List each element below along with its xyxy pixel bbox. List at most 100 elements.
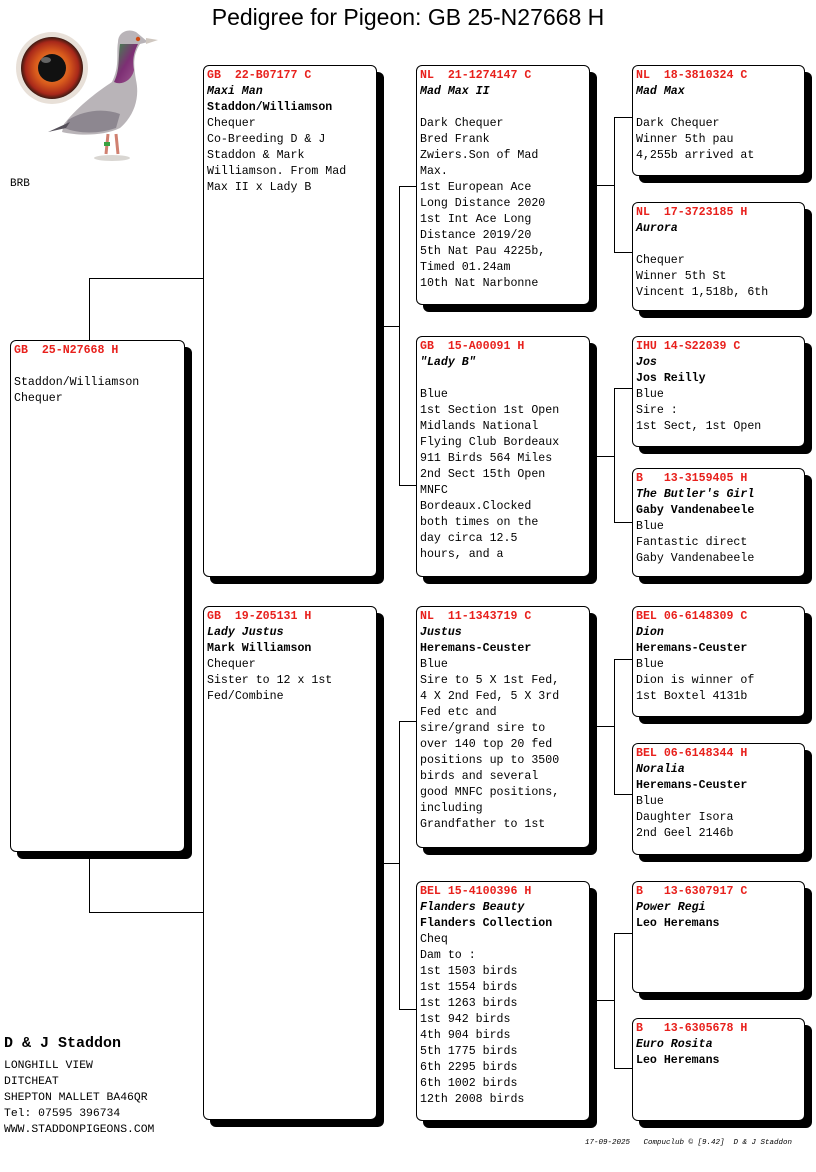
- info-line: birds and several: [420, 770, 539, 783]
- breeder-name: Heremans-Ceuster: [636, 642, 748, 655]
- page-title: Pedigree for Pigeon: GB 25-N27668 H: [211, 4, 605, 30]
- info-line: Sire to 5 X 1st Fed,: [420, 674, 560, 687]
- info-line: Blue: [636, 388, 664, 401]
- info-line: Winner 5th pau: [636, 133, 734, 146]
- info-line: 1st Boxtel 4131b: [636, 690, 748, 703]
- pigeon-name: Aurora: [636, 222, 678, 235]
- info-line: 1st Int Ace Long: [420, 213, 532, 226]
- info-line: 2nd Geel 2146b: [636, 827, 734, 840]
- connector-line: [399, 186, 400, 486]
- ring-number: GB 15-A00091 H: [420, 340, 525, 353]
- info-line: 12th 2008 birds: [420, 1093, 525, 1106]
- connector-line: [614, 388, 615, 523]
- connector-line: [614, 933, 615, 1069]
- ring-number: BEL 06-6148344 H: [636, 747, 748, 760]
- info-line: 5th 1775 birds: [420, 1045, 518, 1058]
- info-line: sire/grand sire to: [420, 722, 546, 735]
- info-line: Blue: [420, 658, 448, 671]
- pigeon-name: Lady Justus: [207, 626, 284, 639]
- breeder-name: Heremans-Ceuster: [420, 642, 532, 655]
- footer-credit: 17-09-2025 Compuclub © [9.42] D & J Stad…: [585, 1139, 793, 1147]
- connector-line: [614, 1068, 632, 1069]
- info-line: Blue: [420, 388, 448, 401]
- blank-line: [636, 100, 801, 116]
- info-line: Staddon & Mark: [207, 149, 305, 162]
- connector-line: [590, 185, 614, 186]
- breeder-name: Flanders Collection: [420, 917, 553, 930]
- ring-number: B 13-6305678 H: [636, 1022, 748, 1035]
- pigeon-name: Noralia: [636, 763, 685, 776]
- connector-line: [89, 278, 204, 279]
- owner-address-line: DITCHEAT: [4, 1076, 59, 1088]
- info-line: 10th Nat Narbonne: [420, 277, 539, 290]
- pigeon-name: Justus: [420, 626, 462, 639]
- info-line: Bordeaux.Clocked: [420, 500, 532, 513]
- info-line: Fed etc and: [420, 706, 497, 719]
- info-line: Fantastic direct: [636, 536, 748, 549]
- ring-number: NL 21-1274147 C: [420, 69, 532, 82]
- ring-number: GB 19-Z05131 H: [207, 610, 312, 623]
- info-line: Vincent 1,518b, 6th: [636, 286, 769, 299]
- connector-line: [614, 252, 632, 253]
- info-line: 4th 904 birds: [420, 1029, 511, 1042]
- info-line: Grandfather to 1st: [420, 818, 546, 831]
- pigeon-name: Mad Max II: [420, 85, 490, 98]
- info-line: Flying Club Bordeaux: [420, 436, 560, 449]
- info-line: Fed/Combine: [207, 690, 284, 703]
- connector-line: [89, 858, 90, 912]
- ring-number: IHU 14-S22039 C: [636, 340, 741, 353]
- connector-line: [399, 721, 417, 722]
- info-line: both times on the: [420, 516, 539, 529]
- info-line: 1st 942 birds: [420, 1013, 511, 1026]
- ring-number: B 13-3159405 H: [636, 472, 748, 485]
- connector-line: [614, 659, 615, 795]
- connector-line: [614, 117, 615, 253]
- connector-line: [399, 485, 417, 486]
- info-line: Timed 01.24am: [420, 261, 511, 274]
- info-line: Dam to :: [420, 949, 476, 962]
- info-line: Max.: [420, 165, 448, 178]
- blank-line: [420, 100, 586, 116]
- connector-line: [590, 1000, 614, 1001]
- pigeon-name: Flanders Beauty: [420, 901, 525, 914]
- owner-website-link[interactable]: WWW.STADDONPIGEONS.COM: [4, 1124, 155, 1136]
- breeder-name: Heremans-Ceuster: [636, 779, 748, 792]
- blank-line: [636, 237, 801, 253]
- owner-phone: Tel: 07595 396734: [4, 1108, 121, 1120]
- info-line: Zwiers.Son of Mad: [420, 149, 539, 162]
- pigeon-name: Dion: [636, 626, 664, 639]
- owner-address-line: LONGHILL VIEW: [4, 1060, 93, 1072]
- info-line: Cheq: [420, 933, 448, 946]
- info-line: 2nd Sect 15th Open: [420, 468, 546, 481]
- connector-line: [590, 726, 614, 727]
- info-line: 4 X 2nd Fed, 5 X 3rd: [420, 690, 560, 703]
- connector-line: [89, 278, 90, 340]
- info-line: Chequer: [636, 254, 685, 267]
- info-line: Dark Chequer: [636, 117, 720, 130]
- info-line: over 140 top 20 fed: [420, 738, 553, 751]
- info-line: Winner 5th St: [636, 270, 727, 283]
- info-line: 6th 2295 birds: [420, 1061, 518, 1074]
- info-line: Staddon/Williamson: [14, 376, 140, 389]
- ring-number: BEL 06-6148309 C: [636, 610, 748, 623]
- connector-line: [614, 388, 632, 389]
- info-line: Sire :: [636, 404, 678, 417]
- pigeon-name: Maxi Man: [207, 85, 263, 98]
- connector-line: [399, 186, 417, 187]
- pigeon-name: "Lady B": [420, 356, 476, 369]
